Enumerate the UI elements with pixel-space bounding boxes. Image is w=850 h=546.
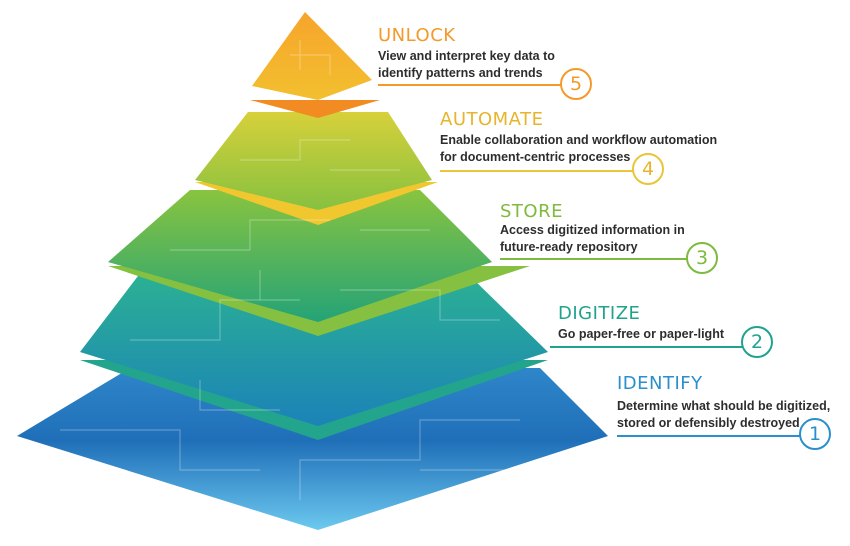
tier-1-desc-line2: stored or defensibly destroyed — [617, 416, 800, 430]
tier-3-title: STORE — [500, 201, 563, 222]
tier-1-body — [17, 368, 608, 530]
tier-1-number-badge: 1 — [799, 418, 831, 450]
tier-1-desc-line1: Determine what should be digitized, — [617, 399, 831, 413]
tier-4-number-badge: 4 — [632, 153, 664, 185]
tier-5-desc-line2: identify patterns and trends — [378, 66, 543, 80]
tier-1-description: Determine what should be digitized, stor… — [617, 398, 830, 432]
tier-5-title: UNLOCK — [378, 25, 456, 46]
tier-5-description: View and interpret key data to identify … — [378, 48, 555, 82]
tier-2-body — [80, 276, 548, 426]
tier-4-description: Enable collaboration and workflow automa… — [440, 132, 717, 166]
tier-4-desc-line1: Enable collaboration and workflow automa… — [440, 133, 718, 147]
tier-2-desc-line1: Go paper-free or paper-light — [558, 327, 724, 341]
tier-5-body — [252, 12, 372, 100]
tier-2-description: Go paper-free or paper-light — [558, 326, 724, 343]
tier-3-desc-line2: future-ready repository — [500, 240, 638, 254]
tier-3-body — [108, 190, 492, 322]
tier-3-number-badge: 3 — [686, 242, 718, 274]
tier-2-title: DIGITIZE — [558, 303, 641, 324]
tier-4-band — [250, 100, 380, 118]
tier-3-connector-line — [500, 258, 688, 260]
tier-3-description: Access digitized information in future-r… — [500, 222, 685, 256]
tier-4-desc-line2: for document-centric processes — [440, 150, 631, 164]
tier-1-connector-line — [617, 435, 801, 437]
tier-5-connector-line — [378, 84, 562, 86]
tier-2-number-badge: 2 — [741, 326, 773, 358]
tier-4-connector-line — [440, 170, 634, 172]
tier-5-number-badge: 5 — [560, 68, 592, 100]
tier-5-desc-line1: View and interpret key data to — [378, 49, 555, 63]
circuit-pattern — [60, 40, 560, 500]
tier-1-title: IDENTIFY — [617, 373, 703, 394]
tier-4-body — [195, 112, 432, 210]
tier-3-desc-line1: Access digitized information in — [500, 223, 685, 237]
tier-4-title: AUTOMATE — [440, 109, 544, 130]
tier-2-connector-line — [550, 346, 743, 348]
